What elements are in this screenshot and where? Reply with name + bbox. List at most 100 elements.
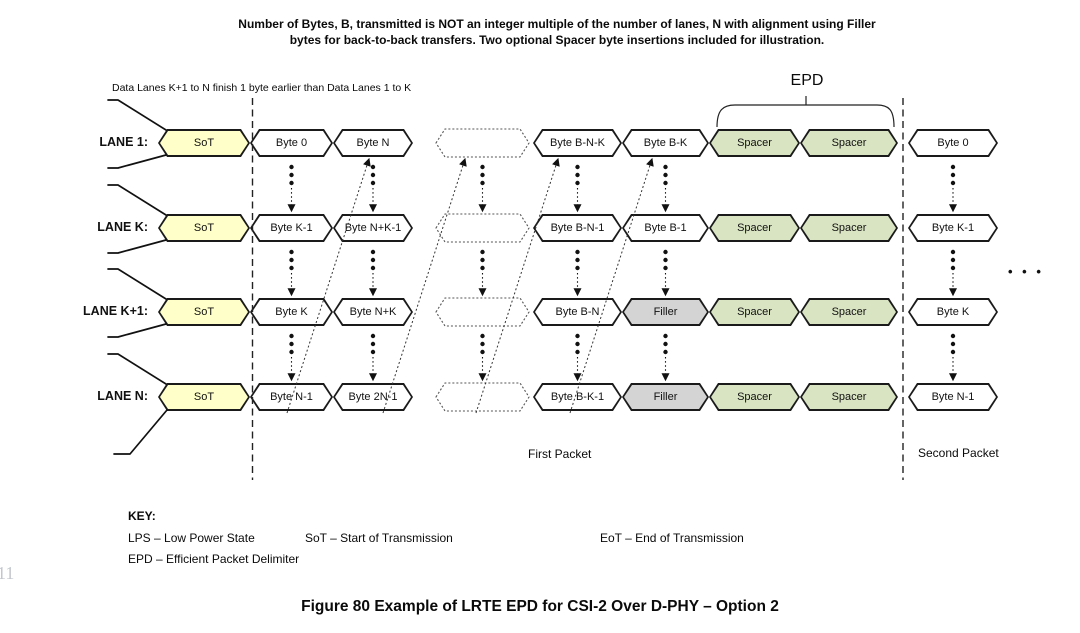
lane-ellipsis-dot [480,164,485,170]
filler-cell: Filler [622,298,709,326]
ellipsis-cell [435,213,530,243]
byte-cell: Byte 0 [250,129,333,157]
lane-label: LANE K: [97,220,148,234]
lane-ellipsis-dot [480,333,485,339]
lane-ellipsis-dot [663,249,668,255]
lane-ellipsis-dot [370,265,376,271]
byte-cell: Byte B-K-1 [533,383,622,411]
byte-cell: Byte N-1 [908,383,998,411]
byte-cell: Byte N-1 [250,383,333,411]
lane-ellipsis-dot [480,349,485,355]
spacer-cell: Spacer [800,129,898,157]
lane-ellipsis-dot [575,249,580,255]
lane-ellipsis-dot [370,172,376,178]
lane-ellipsis-dot [575,180,580,186]
key-entry-eot: EoT – End of Transmission [600,531,744,545]
key-entry-lps: LPS – Low Power State [128,531,255,545]
ellipsis-cell [435,382,530,412]
lane-ellipsis-dot [480,172,485,178]
lane-ellipsis-dot [575,257,580,263]
figure-note: Number of Bytes, B, transmitted is NOT a… [40,16,1074,48]
lane-ellipsis-dot [289,249,294,255]
key-entry-epd: EPD – Efficient Packet Delimiter [128,552,300,566]
lane-ellipsis-dot [480,180,485,186]
wrap-around-arrow [475,157,560,414]
cell-label: Spacer [737,137,772,149]
lane-ellipsis-dot [663,265,668,271]
lp-transition-line [107,99,167,131]
lane-ellipsis-dot [950,249,956,255]
lane-ellipsis-dot [663,180,668,186]
lane-ellipsis-dot [575,349,580,355]
lane-ellipsis-dot [289,257,294,263]
key-entry-sot: SoT – Start of Transmission [305,531,453,545]
epd-brace [716,96,895,128]
lane-ellipsis-dot [950,333,956,339]
spacer-cell: Spacer [709,129,800,157]
lane-ellipsis-dot [289,265,294,271]
cell-label: Byte K [936,306,970,318]
cell-label: Spacer [831,137,867,149]
cell-label: Byte B-1 [644,222,687,234]
lane-ellipsis-dot [370,164,376,170]
lane-ellipsis-dot [663,341,668,347]
cell-label: Byte K-1 [931,222,975,234]
second-packet-label: Second Packet [918,446,999,460]
cell-label: SoT [193,222,215,234]
more-lanes-ellipsis: • • • [1008,264,1044,279]
lane-ellipsis-dot [950,172,956,178]
cell-label: Byte K [275,306,308,318]
sot-cell: SoT [158,129,250,157]
cell-label: Byte N+K-1 [344,222,402,234]
lane-ellipsis-dot [663,257,668,263]
lane-ellipsis-dot [480,257,485,263]
spacer-cell: Spacer [800,298,898,326]
lane-ellipsis-dot [289,164,294,170]
sot-cell: SoT [158,383,250,411]
lane-ellipsis-dot [663,164,668,170]
key-heading: KEY: [128,509,156,523]
cell-label: SoT [193,306,215,318]
byte-cell: Byte N+K [333,298,413,326]
lane-ellipsis-dot [663,349,668,355]
cell-label: Byte B-K-1 [550,391,605,403]
byte-cell: Byte B-K [622,129,709,157]
lane-ellipsis-dot [575,164,580,170]
figure-note-line1: Number of Bytes, B, transmitted is NOT a… [238,17,876,31]
byte-cell: Byte B-N-1 [533,214,622,242]
byte-cell: Byte K-1 [250,214,333,242]
cell-label: Byte 0 [275,137,308,149]
spacer-cell: Spacer [709,298,800,326]
filler-cell: Filler [622,383,709,411]
spacer-cell: Spacer [800,214,898,242]
lp-transition-line [107,239,167,254]
cell-label: SoT [193,137,215,149]
lane-ellipsis-dot [480,341,485,347]
cell-label: Filler [653,391,678,403]
cell-label: Byte 0 [937,137,969,149]
byte-cell: Byte 0 [908,129,998,157]
lane-ellipsis-dot [575,172,580,178]
cell-label: Byte N [356,137,390,149]
lane-ellipsis-dot [289,349,294,355]
lane-ellipsis-dot [370,249,376,255]
spacer-cell: Spacer [709,383,800,411]
cell-label: Byte N+K [349,306,397,318]
lane-ellipsis-dot [950,257,956,263]
lane-ellipsis-dot [663,333,668,339]
lp-transition-line [107,184,167,216]
lane-ellipsis-dot [950,180,956,186]
lane-ellipsis-dot [370,349,376,355]
lane-ellipsis-dot [370,333,376,339]
lane-ellipsis-dot [950,341,956,347]
byte-cell: Byte K-1 [908,214,998,242]
lane-ellipsis-dot [950,349,956,355]
ellipsis-cell [435,297,530,327]
cell-label: Filler [653,306,678,318]
wrap-around-arrow [569,157,654,414]
lane-ellipsis-dot [370,257,376,263]
wrap-around-arrow [382,157,467,414]
lane-ellipsis-dot [370,341,376,347]
lane-ellipsis-dot [480,249,485,255]
